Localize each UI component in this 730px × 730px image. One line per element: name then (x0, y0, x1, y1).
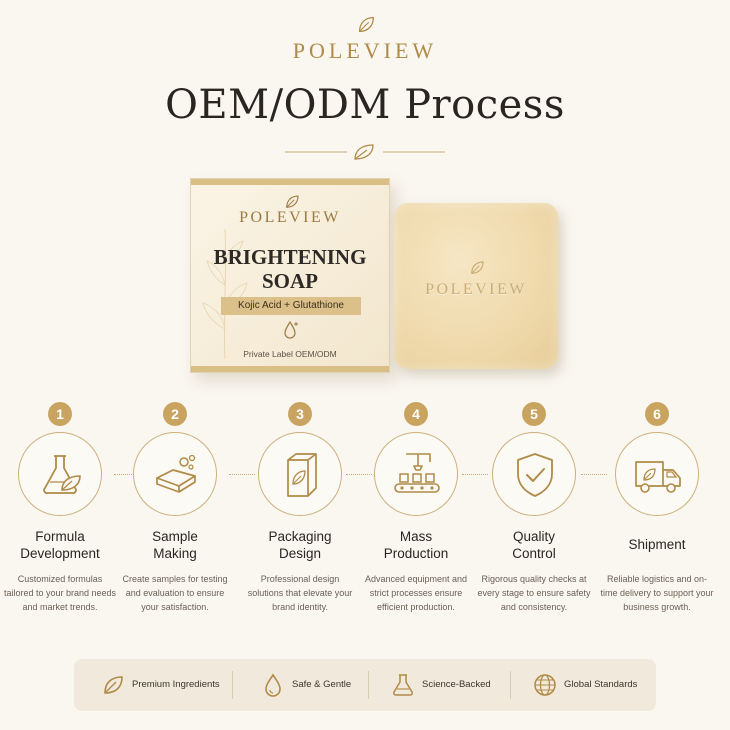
step-number-badge: 5 (522, 402, 546, 426)
dotted-connector (346, 474, 372, 475)
soap-brand-text: POLEVIEW (425, 281, 527, 298)
step-title: Quality Control (474, 528, 594, 562)
badge-separator (232, 671, 233, 699)
step-title-line1: Packaging (268, 529, 332, 544)
box-product-name-line1: BRIGHTENING (213, 245, 367, 269)
flask-leaf-icon (43, 455, 81, 495)
dotted-connector (581, 474, 607, 475)
leaf-icon (104, 676, 123, 694)
box-brand-text: POLEVIEW (239, 209, 341, 226)
step-title-line1: Formula (35, 529, 85, 544)
globe-icon (534, 674, 556, 696)
box-subtitle: Private Label OEM/ODM (243, 349, 337, 359)
step-icon-circle (133, 432, 217, 516)
step-description: Rigorous quality checks at every stage t… (477, 574, 591, 612)
brand-logo-text: POLEVIEW (292, 38, 438, 63)
step-title-line1: Shipment (628, 537, 686, 552)
feature-badges-bar: Premium Ingredients Safe & Gentle Scienc… (74, 659, 656, 711)
flask-icon (392, 674, 414, 696)
badge-label: Global Standards (564, 679, 638, 690)
badge-label: Premium Ingredients (132, 679, 220, 690)
step-icon-circle (615, 432, 699, 516)
box-stripe-bottom (191, 366, 389, 372)
conveyor-machine-icon (394, 453, 440, 493)
badge-separator (368, 671, 369, 699)
product-box: POLEVIEW BRIGHTENING SOAP Kojic Acid + G… (190, 178, 390, 373)
step-title: Mass Production (356, 528, 476, 562)
step-title: Packaging Design (240, 528, 360, 562)
ingredients-label: Kojic Acid + Glutathione (221, 297, 361, 315)
step-title-line1: Sample (152, 529, 198, 544)
badge-separator (510, 671, 511, 699)
dotted-connector (462, 474, 488, 475)
leaf-icon (471, 261, 484, 274)
dotted-connector (229, 474, 255, 475)
delivery-truck-icon (635, 461, 681, 493)
step-number-badge: 1 (48, 402, 72, 426)
badge-label: Science-Backed (422, 679, 491, 690)
step-title-line2: Design (278, 546, 322, 561)
step-title: Shipment (597, 536, 717, 553)
step-icon-circle (258, 432, 342, 516)
leaf-icon (358, 17, 374, 33)
box-stripe-top (191, 179, 389, 185)
step-icon-circle (374, 432, 458, 516)
dotted-connector (114, 474, 140, 475)
step-title-line1: Mass (399, 529, 433, 544)
step-title-line2: Development (20, 546, 100, 561)
page-title: OEM/ODM Process (165, 82, 565, 128)
package-box-icon (287, 453, 317, 497)
droplet-sparkle-icon (284, 320, 298, 339)
leaf-icon (286, 195, 299, 208)
step-number-badge: 2 (163, 402, 187, 426)
step-title: Formula Development (0, 528, 120, 562)
droplet-icon (265, 673, 281, 697)
badge-label: Safe & Gentle (292, 679, 352, 690)
box-product-name-line2: SOAP (261, 269, 318, 293)
step-description: Create samples for testing and evaluatio… (122, 574, 228, 612)
step-title: Sample Making (115, 528, 235, 562)
soap-bar: POLEVIEW (394, 203, 558, 369)
step-number-badge: 4 (404, 402, 428, 426)
leaf-divider (285, 144, 445, 160)
step-title-line1: Quality (512, 529, 556, 544)
step-icon-circle (492, 432, 576, 516)
step-title-line2: Control (512, 546, 556, 561)
shield-check-icon (517, 453, 553, 497)
step-description: Professional design solutions that eleva… (247, 574, 353, 612)
step-title-line2: Making (153, 546, 197, 561)
step-description: Customized formulas tailored to your bra… (3, 574, 117, 612)
step-description: Reliable logistics and on-time delivery … (600, 574, 714, 612)
step-title-line2: Production (383, 546, 449, 561)
soap-bubbles-icon (156, 454, 196, 493)
step-number-badge: 3 (288, 402, 312, 426)
step-icon-circle (18, 432, 102, 516)
step-number-badge: 6 (645, 402, 669, 426)
step-description: Advanced equipment and strict processes … (364, 574, 468, 612)
